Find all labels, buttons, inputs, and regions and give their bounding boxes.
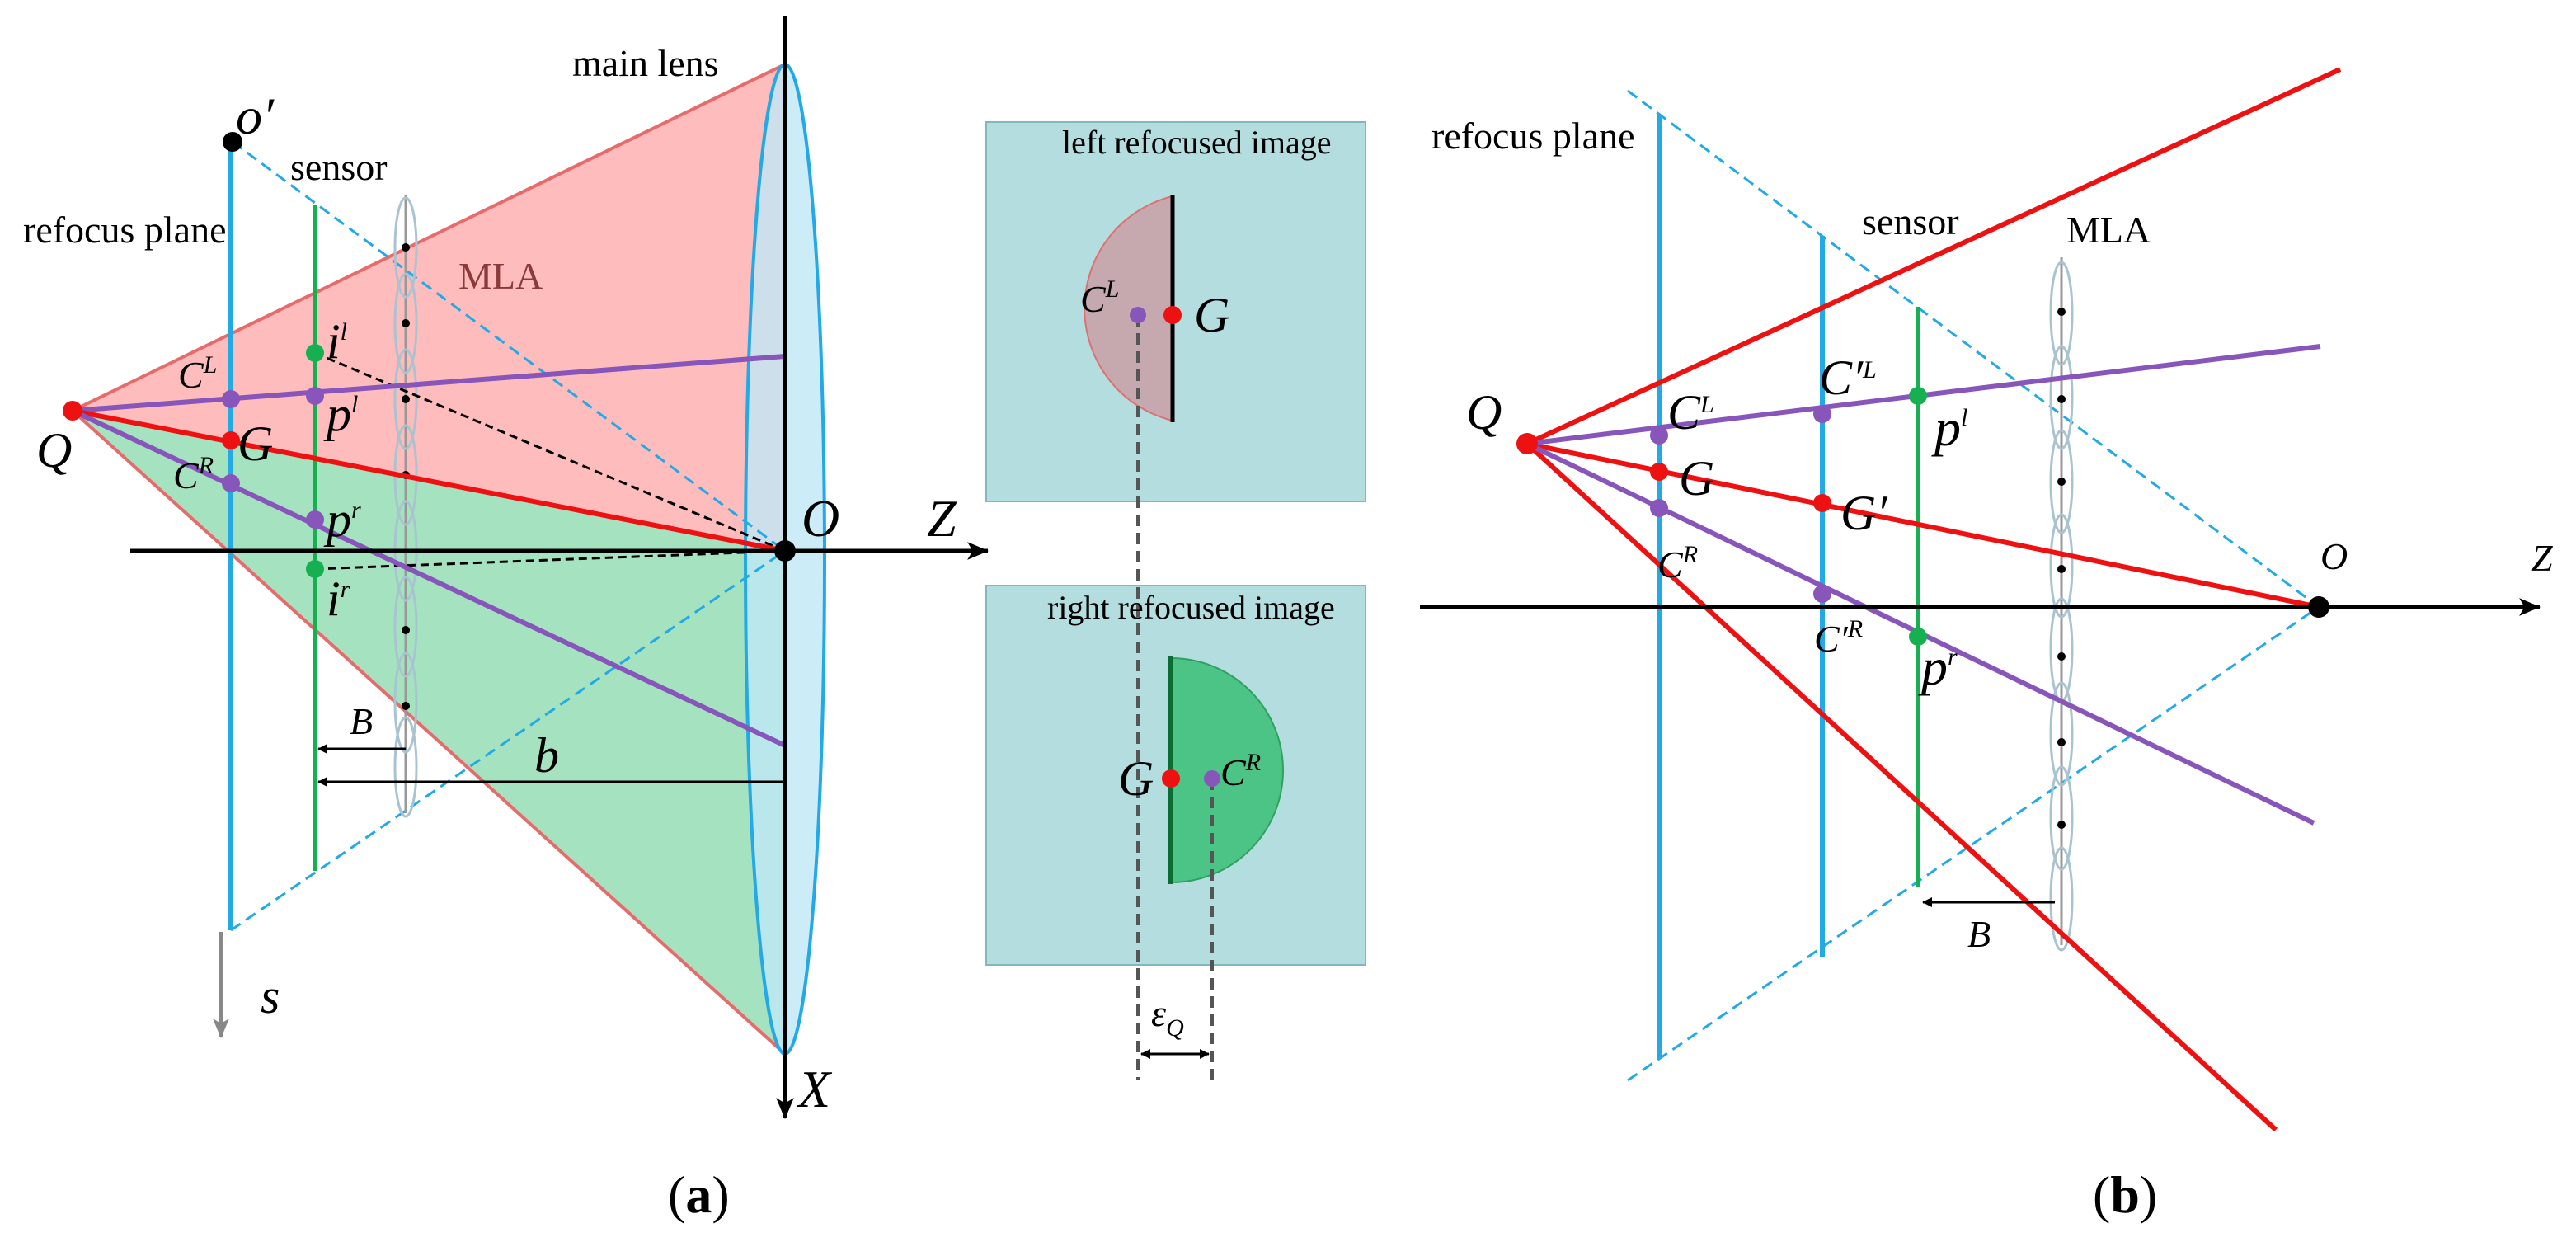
- point-cl-b: [1650, 426, 1668, 445]
- label-g-b: G: [1679, 451, 1714, 506]
- label-q-b: Q: [1466, 385, 1502, 440]
- refocused-images: left refocused image right refocused ima…: [985, 121, 1366, 1080]
- label-q: Q: [36, 423, 72, 478]
- label-cr-image: CR: [1220, 749, 1261, 793]
- ray-b-red-center: [1526, 441, 2320, 609]
- caption-a: (a): [668, 1165, 730, 1224]
- label-cl-image: CL: [1080, 275, 1119, 320]
- left-half-disc: [1084, 195, 1173, 422]
- caption-b: (b): [2093, 1165, 2157, 1224]
- label-s-axis: s: [261, 969, 280, 1023]
- label-pl: pl: [323, 387, 358, 441]
- ray-left-purple: [72, 354, 786, 413]
- label-pl-b: pl: [1931, 398, 1967, 457]
- label-b-upper: B: [350, 700, 373, 742]
- point-g-b: [1650, 463, 1668, 481]
- label-il: il: [327, 314, 347, 369]
- point-cr-image: [1204, 770, 1220, 787]
- label-z-axis: Z: [927, 489, 957, 548]
- label-cl: CL: [178, 351, 217, 396]
- label-pr: pr: [323, 492, 361, 547]
- point-il: [306, 344, 324, 362]
- label-mla-b: MLA: [2066, 209, 2151, 251]
- point-cr: [222, 474, 240, 492]
- label-g-left-image: G: [1194, 288, 1229, 342]
- label-mla: MLA: [458, 255, 543, 297]
- point-cl-image: [1130, 307, 1146, 323]
- label-cr: CR: [173, 452, 214, 496]
- label-o-prime: o′: [236, 87, 275, 145]
- label-main-lens: main lens: [572, 42, 719, 84]
- label-sensor-b: sensor: [1862, 200, 1959, 242]
- panel-a: main lens sensor refocus plane MLA o′ Q …: [23, 16, 990, 1224]
- point-cpl-b: [1813, 405, 1831, 423]
- dashed-b-upper: [1627, 89, 2320, 609]
- label-pr-b: pr: [1918, 637, 1958, 696]
- label-b-lower: b: [534, 728, 559, 783]
- label-origin: O: [801, 489, 839, 548]
- microlens-array: [393, 195, 418, 818]
- label-epsilon: εQ: [1151, 992, 1184, 1042]
- label-origin-b: O: [2320, 535, 2348, 577]
- dashed-b-lower: [1627, 605, 2320, 1082]
- panel-b: refocus plane sensor MLA Q O Z CL G CR C…: [1420, 67, 2553, 1224]
- point-cl: [222, 390, 240, 408]
- point-cpr-b: [1813, 585, 1831, 603]
- label-x-axis: X: [796, 1060, 833, 1118]
- label-cpl-b: C′L: [1819, 350, 1877, 405]
- point-q: [63, 401, 82, 421]
- label-cpr-b: C′R: [1814, 615, 1863, 660]
- point-ir: [306, 560, 324, 578]
- dashed-projection-upper: [232, 140, 786, 553]
- label-right-refocused: right refocused image: [1047, 589, 1335, 626]
- point-g: [222, 431, 240, 449]
- point-cr-b: [1650, 499, 1668, 517]
- label-sensor: sensor: [290, 146, 388, 188]
- label-b-upper-b: B: [1967, 913, 1991, 955]
- point-q-b: [1516, 433, 1538, 454]
- label-left-refocused: left refocused image: [1062, 124, 1332, 161]
- ray-b-red-lower: [1525, 441, 2278, 1132]
- point-pr-b: [1909, 628, 1927, 646]
- label-gp-b: G′: [1840, 486, 1887, 540]
- point-origin-b: [2308, 596, 2329, 618]
- point-g-left-image: [1163, 306, 1182, 324]
- label-cr-b: CR: [1657, 541, 1698, 586]
- right-half-disc: [1170, 656, 1284, 884]
- point-gp-b: [1813, 494, 1831, 512]
- microlens-array-b: [2049, 257, 2074, 952]
- point-pl-b: [1909, 387, 1927, 405]
- point-g-right-image: [1162, 769, 1180, 788]
- label-refocus-plane-b: refocus plane: [1431, 115, 1635, 157]
- point-pl: [306, 387, 324, 405]
- label-refocus-plane: refocus plane: [23, 209, 227, 251]
- label-g-right-image: G: [1118, 751, 1154, 806]
- point-o-prime: [223, 132, 242, 152]
- label-g: G: [237, 416, 273, 471]
- ray-center-red: [72, 408, 786, 553]
- ray-b-red-upper: [1525, 67, 2342, 446]
- point-pr: [306, 510, 324, 529]
- label-z-axis-b: Z: [2531, 537, 2553, 579]
- ray-right-purple: [71, 408, 787, 748]
- label-ir: ir: [327, 572, 350, 626]
- microlens-centers-b: [2057, 308, 2066, 829]
- dashed-projection-lower: [230, 549, 786, 932]
- point-origin: [774, 540, 796, 562]
- label-cl-b: CL: [1667, 385, 1714, 440]
